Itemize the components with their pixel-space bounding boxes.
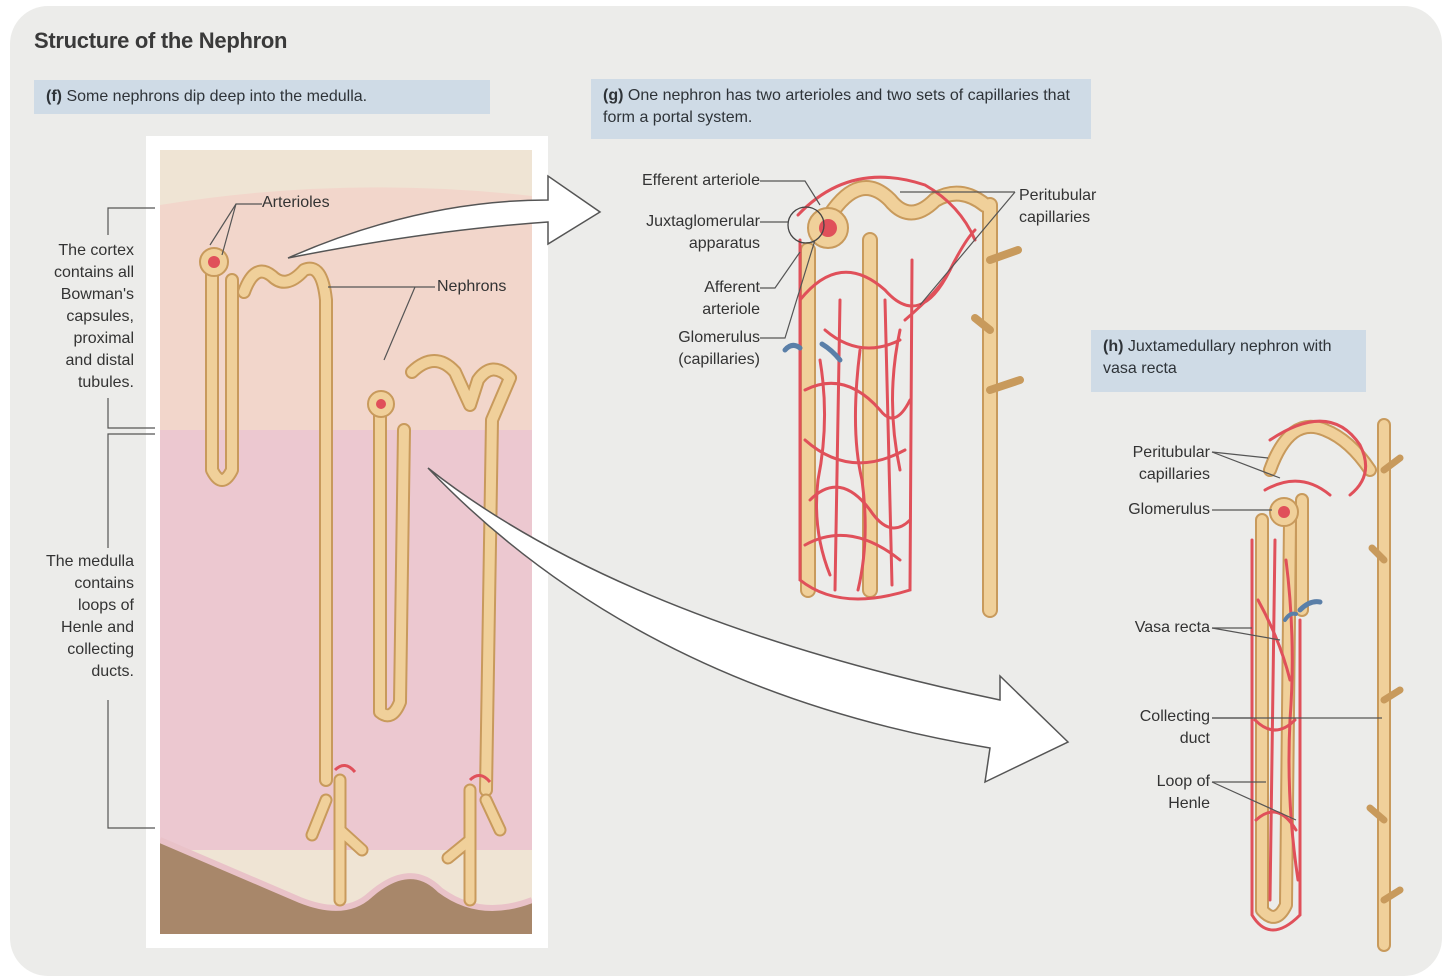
vasa-recta-h: [1250, 419, 1368, 932]
leader-lines-f: [107, 203, 435, 829]
tubules: [207, 263, 515, 795]
caption-f-text: Some nephrons dip deep into the medulla.: [66, 88, 368, 105]
caption-h: (h) Juxtamedullary nephron with vasa rec…: [1091, 330, 1366, 392]
arrow-to-h: [427, 467, 1070, 784]
leader-lines-g: [760, 180, 1016, 339]
nephron-h: [1250, 418, 1404, 952]
label-glomerulus-h: Glomerulus: [1128, 501, 1210, 518]
label-peritubular-h: Peritubular capillaries: [1132, 444, 1210, 483]
caption-f: (f) Some nephrons dip deep into the medu…: [34, 80, 490, 114]
caption-f-letter: (f): [46, 88, 62, 105]
label-glomerulus-g: Glomerulus (capillaries): [678, 329, 760, 368]
juxtaglomerular-circle: [787, 206, 825, 244]
label-cortex: The cortex contains all Bowman's capsule…: [53, 242, 134, 391]
peritubular-capillaries-g: [796, 175, 977, 601]
label-efferent-arteriole: Efferent arteriole: [642, 172, 760, 189]
label-loop-of-henle: Loop of Henle: [1156, 773, 1210, 812]
leader-lines-h: [1211, 451, 1382, 821]
label-afferent-arteriole: Afferent arteriole: [702, 279, 760, 318]
caption-h-letter: (h): [1103, 338, 1124, 355]
label-vasa-recta: Vasa recta: [1134, 619, 1210, 636]
label-peritubular-g: Peritubular capillaries: [1019, 187, 1097, 226]
label-collecting-duct: Collecting duct: [1139, 708, 1210, 747]
caption-g-letter: (g): [603, 87, 624, 104]
cortex-region: [160, 187, 532, 430]
renal-pelvis: [160, 840, 532, 934]
label-medulla: The medulla contains loops of Henle and …: [45, 553, 134, 680]
caption-g: (g) One nephron has two arterioles and t…: [591, 79, 1091, 139]
caption-g-text: One nephron has two arterioles and two s…: [603, 87, 1070, 126]
kidney-section: [146, 136, 548, 948]
label-nephrons: Nephrons: [437, 278, 507, 295]
arrow-to-g: [287, 174, 602, 259]
label-juxtaglomerular-apparatus: Juxtaglomerular apparatus: [646, 213, 760, 252]
page-title: Structure of the Nephron: [34, 28, 288, 53]
nephron-g: [782, 175, 1024, 618]
label-arterioles: Arterioles: [262, 194, 330, 211]
caption-h-text: Juxtamedullary nephron with vasa recta: [1103, 338, 1332, 377]
